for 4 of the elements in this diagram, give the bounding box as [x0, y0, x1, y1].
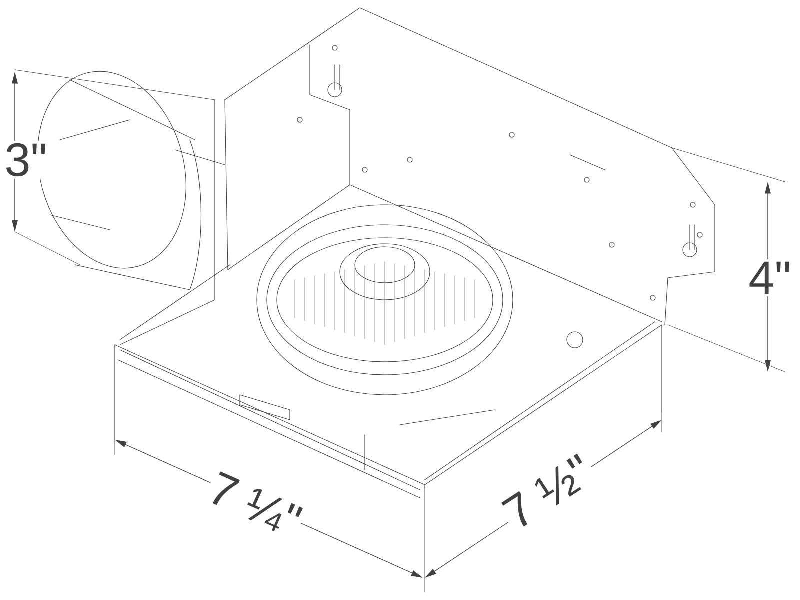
dimension-label: 3"	[2, 141, 50, 179]
dimension-label: 7 ½"	[496, 449, 600, 535]
dimension-label: 4"	[746, 260, 794, 296]
dimension-label: 7 ¼"	[202, 468, 308, 542]
